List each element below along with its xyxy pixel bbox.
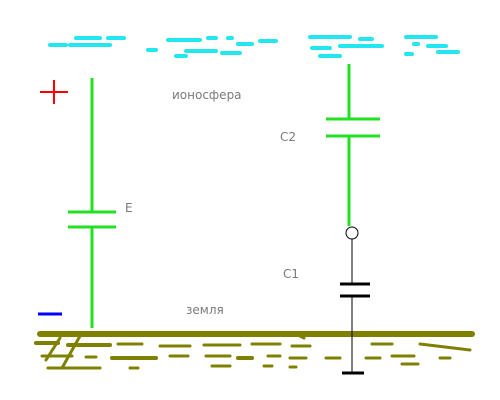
ionosphere-band: [48, 35, 460, 58]
capacitor-c2-branch: [326, 64, 380, 226]
earth-label: земля: [186, 303, 224, 317]
emf-label: E: [125, 201, 133, 215]
earth-band: [34, 331, 475, 370]
junction-node: [345, 226, 359, 240]
capacitor-c1-label: C1: [283, 267, 299, 281]
emf-source-branch: [68, 78, 116, 328]
capacitor-c1-branch: [340, 239, 370, 375]
capacitor-c2-label: C2: [280, 130, 296, 144]
plus-sign-icon: [40, 80, 68, 104]
ionosphere-label: ионосфера: [172, 88, 242, 102]
